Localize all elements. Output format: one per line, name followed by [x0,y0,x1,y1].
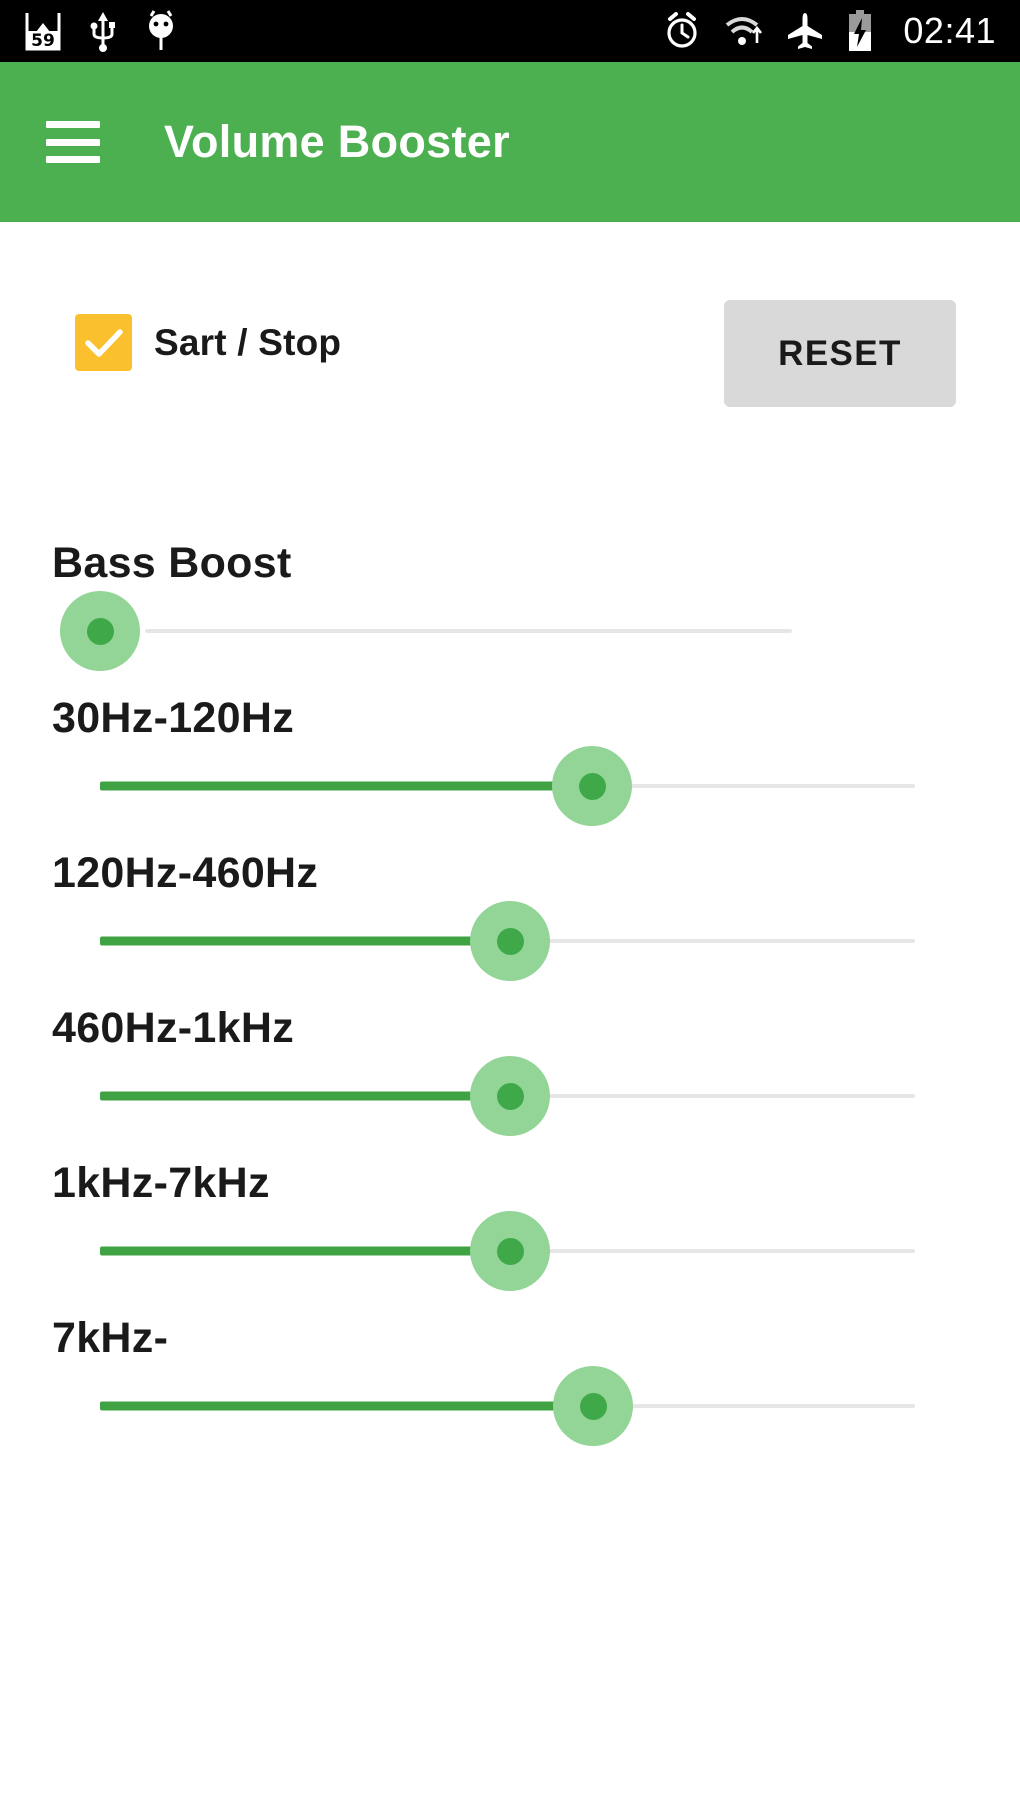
battery-charging-icon [847,10,873,52]
slider-fill [100,1091,472,1101]
top-controls-row: Sart / Stop RESET [0,300,1020,410]
reset-button-label: RESET [778,333,902,373]
eq-band-slider[interactable] [0,1050,1020,1142]
hamburger-bar-2 [46,138,100,146]
status-bar-right-icons: 02:41 [663,10,996,52]
start-stop-label: Sart / Stop [154,321,342,363]
status-bar-left-icons: 59 [24,10,178,52]
slider-fill [100,936,472,946]
slider-thumb[interactable] [470,1056,550,1136]
airplane-mode-icon [785,11,825,51]
usb-icon [88,10,118,52]
slider-fill [100,781,555,791]
reset-button[interactable]: RESET [724,300,956,407]
hamburger-bar-3 [46,156,100,163]
eq-band-row: 1kHz-7kHz [0,1162,1020,1297]
slider-thumb[interactable] [470,901,550,981]
eq-band-slider[interactable] [0,1360,1020,1452]
status-bar-clock: 02:41 [903,10,996,51]
eq-band-row: Bass Boost [0,542,1020,677]
eq-band-row: 7kHz- [0,1317,1020,1452]
page-title: Volume Booster [164,116,510,167]
main-content: Sart / Stop RESET Bass Boost 30Hz-120Hz 12… [0,222,1020,1813]
start-stop-checkbox[interactable]: Sart / Stop [75,314,341,371]
android-debug-icon [144,10,178,52]
slider-thumb[interactable] [552,746,632,826]
eq-band-slider[interactable] [0,1205,1020,1297]
slider-track[interactable] [145,629,792,633]
slider-thumb[interactable] [553,1366,633,1446]
eq-band-slider[interactable] [0,895,1020,987]
svg-text:59: 59 [31,31,55,51]
eq-band-label: 30Hz-120Hz [52,694,294,742]
eq-band-label: 7kHz- [52,1314,169,1362]
eq-band-label: 1kHz-7kHz [52,1159,270,1207]
status-bar: 59 [0,0,1020,62]
wifi-icon [723,13,763,49]
slider-thumb[interactable] [60,591,140,671]
alarm-icon [663,11,701,51]
check-icon [84,328,123,357]
slider-fill [100,1246,472,1256]
app-bar: Volume Booster [0,62,1020,222]
eq-band-row: 30Hz-120Hz [0,697,1020,832]
eq-band-label: Bass Boost [52,539,292,587]
hamburger-bar-1 [46,121,100,128]
hamburger-menu-icon[interactable] [46,121,100,163]
eq-band-row: 460Hz-1kHz [0,1007,1020,1142]
screenshot-59-icon: 59 [24,11,62,51]
eq-band-slider[interactable] [0,740,1020,832]
eq-band-row: 120Hz-460Hz [0,852,1020,987]
eq-band-slider[interactable] [0,585,1020,677]
checkbox-box[interactable] [75,314,132,371]
eq-band-label: 460Hz-1kHz [52,1004,294,1052]
equalizer-section: Bass Boost 30Hz-120Hz 120Hz-460Hz 460Hz-1kH… [0,542,1020,1452]
slider-thumb[interactable] [470,1211,550,1291]
eq-band-label: 120Hz-460Hz [52,849,319,897]
slider-fill [100,1401,555,1411]
